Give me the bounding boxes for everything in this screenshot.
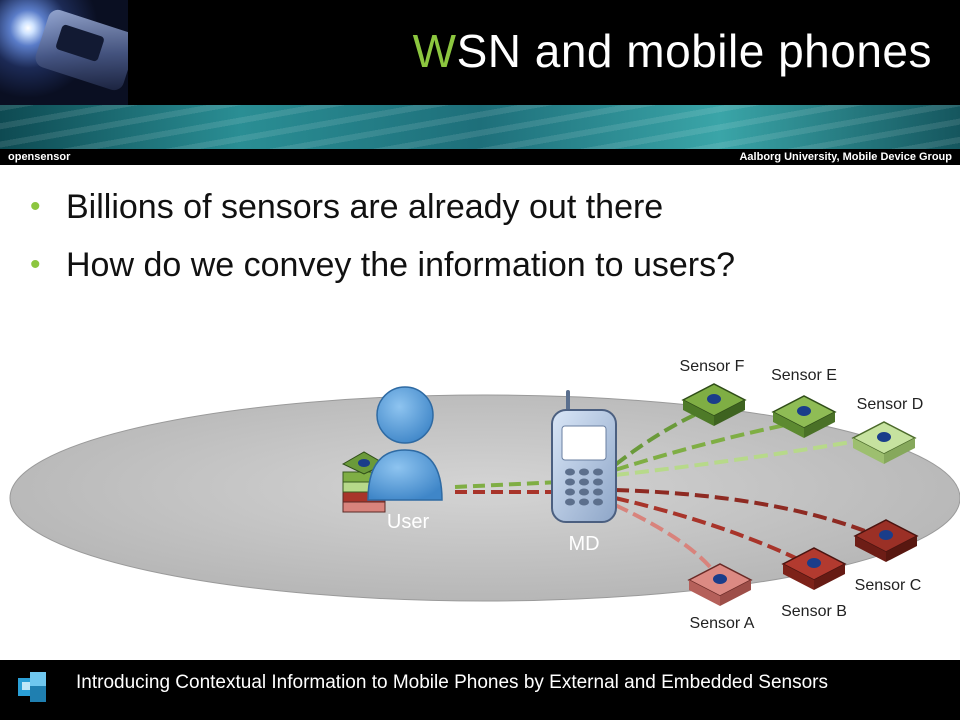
- sensor-a-icon: [687, 563, 753, 606]
- sensor-f-label: Sensor F: [680, 358, 745, 375]
- water-banner: [0, 105, 960, 149]
- bullet-item: • Billions of sensors are already out the…: [30, 178, 930, 236]
- link-sensor-b: [614, 496, 811, 567]
- sensor-c-icon: [853, 519, 919, 562]
- project-name: opensensor: [8, 151, 71, 163]
- phone-graphic: [0, 0, 128, 105]
- sensor-d-icon: [851, 421, 917, 464]
- sensor-a-label: Sensor A: [690, 615, 755, 632]
- sensor-b-icon: [781, 547, 847, 590]
- title-accent: W: [412, 25, 457, 77]
- bullet-dot-icon: •: [30, 248, 41, 281]
- bullet-text: How do we convey the information to user…: [66, 246, 736, 284]
- bullet-item: • How do we convey the information to use…: [30, 236, 930, 294]
- sensor-d-label: Sensor D: [857, 396, 924, 413]
- sensor-e-icon: [771, 395, 837, 438]
- slide-footer: Introducing Contextual Information to Mo…: [0, 660, 960, 720]
- footer-text: Introducing Contextual Information to Mo…: [76, 672, 829, 693]
- link-sensor-d: [614, 435, 881, 477]
- slide-header: WSN and mobile phones: [0, 0, 960, 105]
- link-sensor-f: [613, 408, 706, 467]
- link-sensor-c: [614, 488, 881, 539]
- user-icon: [367, 386, 443, 501]
- md-label: MD: [568, 533, 599, 555]
- sensor-b-label: Sensor B: [781, 603, 847, 620]
- sensor-links: [613, 408, 881, 575]
- slide-title: WSN and mobile phones: [413, 24, 932, 78]
- bullet-text: Billions of sensors are already out ther…: [66, 188, 664, 226]
- sensor-e-label: Sensor E: [771, 367, 837, 384]
- title-text: SN and mobile phones: [456, 25, 932, 77]
- sensor-f-icon: [681, 383, 747, 426]
- link-sensor-a: [614, 503, 717, 575]
- organization-name: Aalborg University, Mobile Device Group: [739, 151, 952, 163]
- bullet-dot-icon: •: [30, 190, 41, 223]
- sensor-c-label: Sensor C: [855, 577, 922, 594]
- link-sensor-e: [614, 420, 801, 472]
- cube-logo-icon: [18, 672, 46, 702]
- mobile-device-icon: [551, 390, 617, 523]
- ground-ellipse: [9, 394, 960, 602]
- wsn-diagram: User MD Sensor F Sensor E Sensor D: [9, 358, 960, 632]
- bullet-list: • Billions of sensors are already out the…: [30, 178, 930, 294]
- meta-bar: opensensor Aalborg University, Mobile De…: [0, 149, 960, 165]
- user-label: User: [387, 511, 430, 533]
